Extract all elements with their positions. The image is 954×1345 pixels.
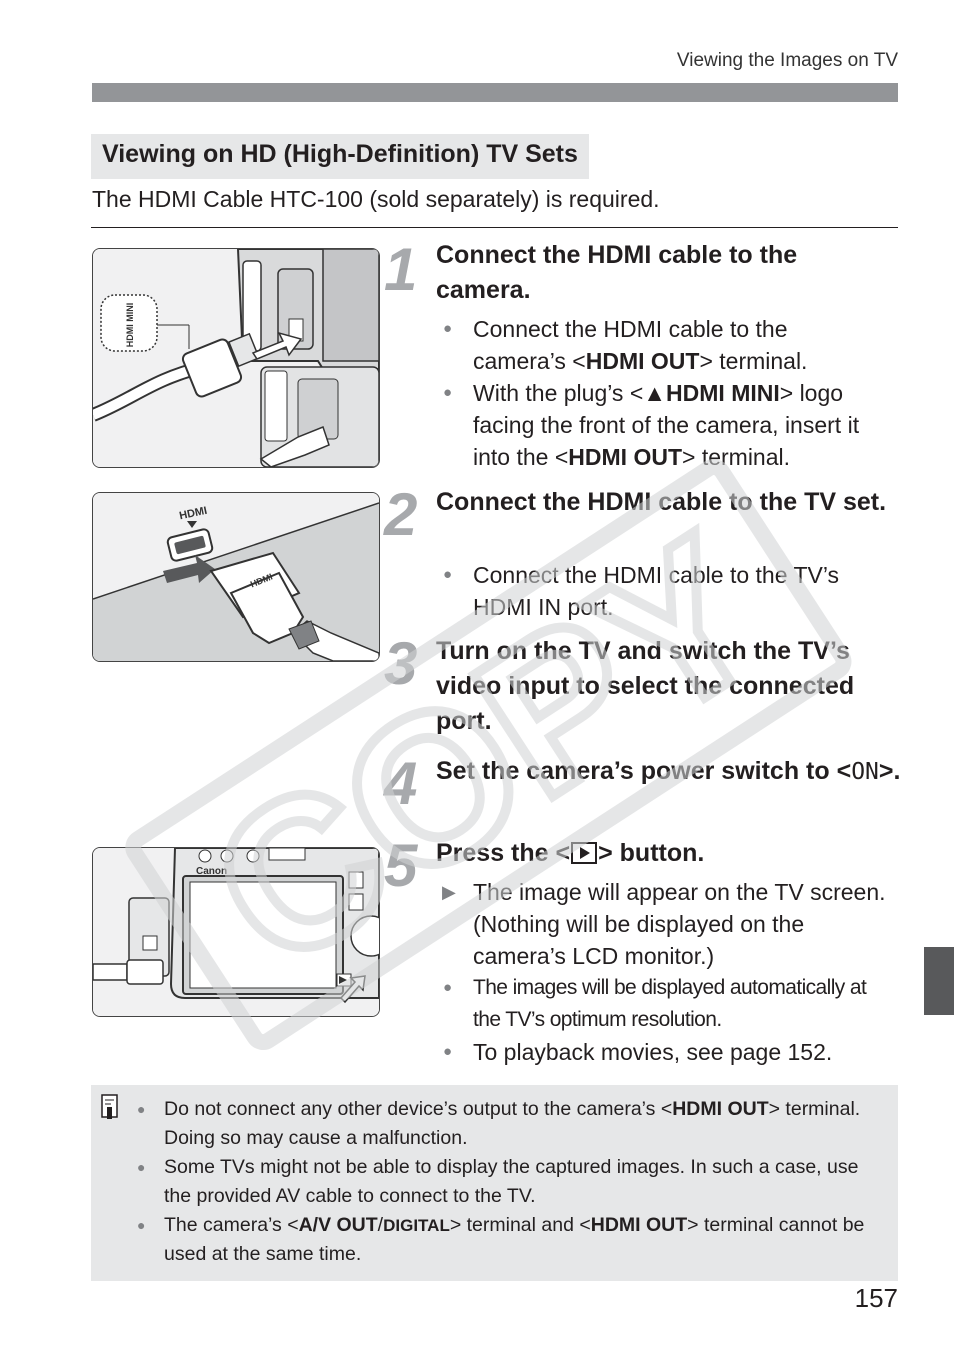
- list-item: ●Connect the HDMI cable to the camera’s …: [443, 316, 808, 374]
- divider: [91, 227, 898, 228]
- playback-icon: [571, 842, 598, 864]
- page-number: 157: [854, 1283, 898, 1313]
- step-number-5: 5: [384, 832, 417, 899]
- step-1-bullets: ●Connect the HDMI cable to the camera’s …: [436, 313, 866, 473]
- list-item: ●To playback movies, see page 152.: [443, 1039, 833, 1065]
- list-item: ●The camera’s <A/V OUT/DIGITAL> terminal…: [137, 1214, 865, 1265]
- list-item: ●Do not connect any other device’s outpu…: [137, 1098, 861, 1149]
- section-title: Viewing on HD (High-Definition) TV Sets: [91, 134, 589, 179]
- step-number-4: 4: [384, 750, 417, 817]
- step-number-1: 1: [384, 236, 417, 303]
- power-on-token: ON: [851, 759, 879, 785]
- illustration-tv-hdmi: HDMI HDMI: [92, 492, 380, 662]
- step-5-title: Press the <> button.: [436, 839, 705, 867]
- step-number-2: 2: [384, 481, 417, 548]
- list-item: ●Some TVs might not be able to display t…: [137, 1156, 859, 1207]
- list-item: ●The images will be displayed automatica…: [443, 976, 867, 1031]
- notes-list: ●Do not connect any other device’s outpu…: [135, 1095, 885, 1269]
- caution-note-box: ●Do not connect any other device’s outpu…: [91, 1085, 898, 1281]
- memo-icon: [101, 1094, 118, 1119]
- step-3-title: Turn on the TV and switch the TV’s video…: [436, 637, 855, 735]
- step-5-bullets: ▶The image will appear on the TV screen.…: [436, 876, 896, 1068]
- chapter-tab: [924, 947, 954, 1015]
- step-4-title: Set the camera’s power switch to <ON>.: [436, 757, 901, 785]
- step-number-3: 3: [384, 630, 417, 697]
- fig1-label: HDMI MINI: [125, 303, 135, 348]
- result-arrow-icon: ▶: [442, 882, 456, 902]
- list-item: ●With the plug’s <▲HDMI MINI> logo facin…: [443, 380, 860, 470]
- list-item: ●Connect the HDMI cable to the TV’s HDMI…: [443, 562, 840, 620]
- list-item: ▶The image will appear on the TV screen.…: [436, 876, 896, 972]
- running-head: Viewing the Images on TV: [676, 50, 898, 71]
- step-2-title: Connect the HDMI cable to the TV set.: [436, 488, 887, 516]
- illustration-camera-hdmi: HDMI MINI: [92, 248, 380, 468]
- intro-text: The HDMI Cable HTC-100 (sold separately)…: [92, 186, 660, 212]
- step-2-bullets: ●Connect the HDMI cable to the TV’s HDMI…: [436, 559, 866, 623]
- step-1-title: Connect the HDMI cable to the camera.: [436, 241, 798, 304]
- header-bar: [92, 83, 898, 102]
- illustration-camera-back: Canon: [92, 847, 380, 1017]
